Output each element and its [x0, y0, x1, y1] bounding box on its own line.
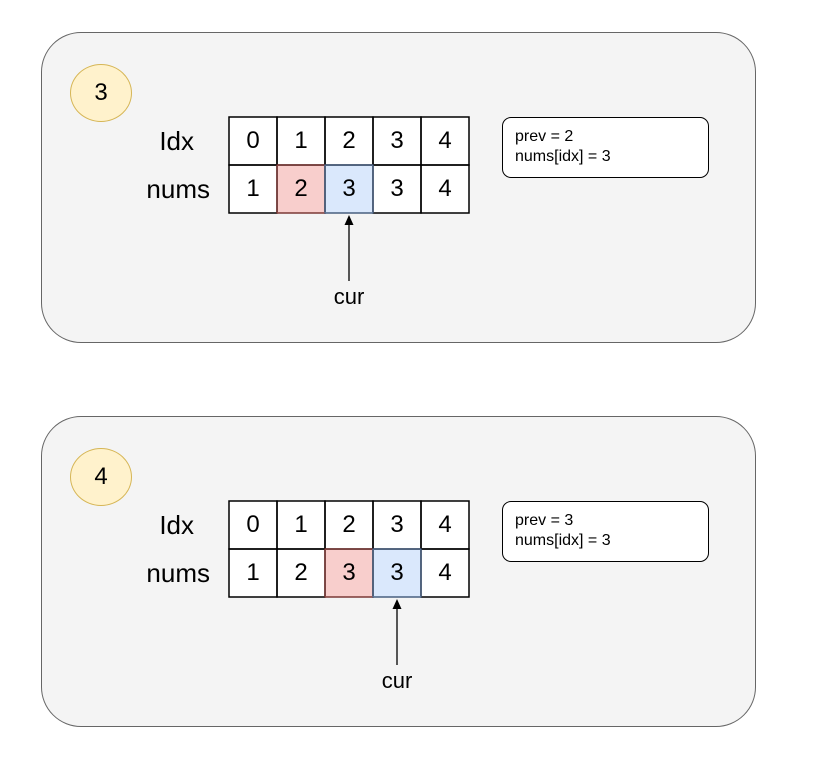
step-badge: 3: [70, 64, 132, 122]
idx-cell: 4: [421, 501, 469, 549]
idx-cell: 1: [277, 117, 325, 165]
idx-cell: 3: [373, 501, 421, 549]
cur-pointer-arrow: [344, 215, 354, 281]
state-note: prev = 3 nums[idx] = 3: [502, 501, 709, 562]
idx-cell: 0: [229, 117, 277, 165]
grid-cell-border: [420, 548, 470, 598]
nums-cell: 4: [421, 165, 469, 213]
nums-cell: 2: [277, 165, 325, 213]
grid-cell-border: [420, 164, 470, 214]
grid-cell-border: [420, 116, 470, 166]
nums-cell: 2: [277, 549, 325, 597]
idx-cell: 3: [373, 117, 421, 165]
idx-cell: 0: [229, 501, 277, 549]
nums-cell: 1: [229, 165, 277, 213]
nums-cell: 3: [325, 165, 373, 213]
cur-pointer-arrow: [392, 599, 402, 665]
cur-pointer-label: cur: [381, 668, 413, 693]
nums-row-label: nums: [146, 558, 210, 588]
nums-cell: 4: [421, 549, 469, 597]
grid-cell-border: [324, 164, 374, 214]
grid-cell-border: [324, 164, 374, 214]
nums-cell: 3: [325, 549, 373, 597]
grid-cell-border: [276, 548, 326, 598]
nums-row-label: nums: [146, 174, 210, 204]
nums-cell: 3: [373, 165, 421, 213]
grid-cell-border: [276, 164, 326, 214]
idx-cell: 2: [325, 501, 373, 549]
grid-cell-border: [372, 500, 422, 550]
array-grid-lines: [228, 500, 470, 598]
grid-cell-border: [276, 500, 326, 550]
note-nums-idx: nums[idx] = 3: [515, 532, 611, 549]
note-prev: prev = 3: [515, 512, 574, 529]
cur-pointer-label: cur: [333, 284, 365, 309]
state-note: prev = 2 nums[idx] = 3: [502, 117, 709, 178]
grid-cell-border: [276, 116, 326, 166]
grid-cell-border: [324, 548, 374, 598]
grid-cell-border: [420, 500, 470, 550]
grid-cell-border: [372, 548, 422, 598]
step-badge: 4: [70, 448, 132, 506]
idx-cell: 2: [325, 117, 373, 165]
grid-cell-border: [324, 548, 374, 598]
note-prev: prev = 2: [515, 128, 574, 145]
grid-cell-border: [276, 164, 326, 214]
grid-cell-border: [372, 548, 422, 598]
grid-cell-border: [228, 500, 278, 550]
idx-row-label: Idx: [159, 126, 194, 156]
grid-cell-border: [372, 164, 422, 214]
grid-cell-border: [228, 164, 278, 214]
note-nums-idx: nums[idx] = 3: [515, 148, 611, 165]
idx-row-label: Idx: [159, 510, 194, 540]
grid-cell-border: [228, 548, 278, 598]
grid-cell-border: [372, 116, 422, 166]
grid-cell-border: [228, 116, 278, 166]
nums-cell: 1: [229, 549, 277, 597]
nums-cell: 3: [373, 549, 421, 597]
grid-cell-border: [324, 500, 374, 550]
idx-cell: 4: [421, 117, 469, 165]
array-grid-lines: [228, 116, 470, 214]
grid-cell-border: [324, 116, 374, 166]
idx-cell: 1: [277, 501, 325, 549]
